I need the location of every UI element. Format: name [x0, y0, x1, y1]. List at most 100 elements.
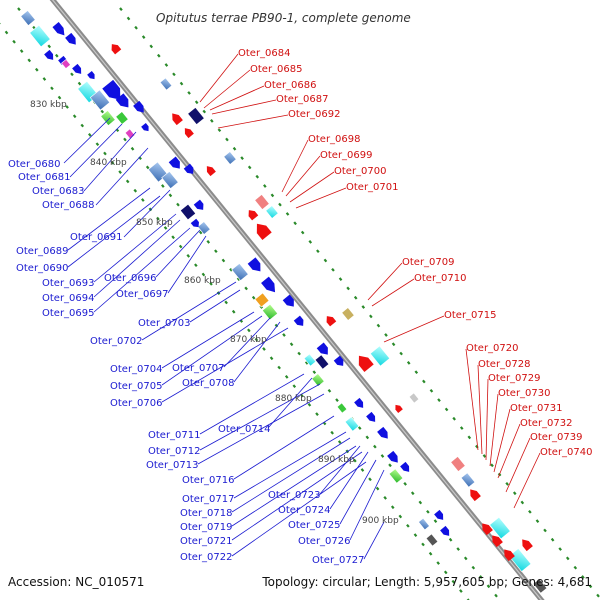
leader-line [465, 348, 479, 451]
leader-line [231, 451, 363, 541]
gene-features [20, 10, 548, 594]
gene-label: Oter_0706 [110, 398, 163, 409]
gene-block [184, 128, 194, 139]
gene-box [369, 345, 391, 367]
gene-block [311, 373, 325, 387]
leader-line [123, 189, 171, 238]
gene-arrow [504, 549, 515, 562]
gene-box [100, 110, 116, 126]
leader-line [505, 437, 531, 493]
reverse-gene-labels: Oter_0684 Oter_0685 Oter_0686 Oter_0687 … [238, 48, 593, 458]
gene-block [29, 24, 51, 48]
gene-block [293, 315, 304, 326]
kbp-scale: 830 kbp 840 kbp 850 kbp 860 kbp 870 kbp … [30, 100, 399, 526]
gene-arrow [87, 71, 95, 80]
gene-box [489, 516, 511, 540]
kbp-label: 890 kbp [318, 455, 355, 465]
genome-backbone-highlight [51, 0, 543, 600]
gene-block [316, 342, 328, 355]
gene-box [336, 402, 348, 414]
gene-box [508, 548, 532, 572]
leader-line [367, 262, 403, 301]
gene-block [400, 461, 410, 472]
gene-box [460, 472, 476, 488]
gene-box [311, 373, 325, 387]
leader-line [161, 327, 289, 403]
leader-line [141, 281, 237, 341]
leader-line [223, 317, 271, 368]
leader-line [497, 423, 521, 479]
leader-line [161, 311, 255, 369]
leader-line [167, 235, 207, 294]
gene-block [395, 404, 403, 413]
gene-block [254, 194, 270, 210]
gene-block [358, 355, 374, 372]
gene-block [522, 539, 533, 552]
gene-box [408, 392, 420, 404]
gene-label: Oter_0692 [288, 109, 341, 120]
leader-line [67, 195, 161, 268]
leader-line [93, 227, 191, 313]
leader-line [281, 139, 309, 193]
gene-arrow [440, 525, 450, 536]
gene-label: Oter_0729 [488, 373, 541, 384]
gene-label: Oter_0701 [346, 182, 399, 193]
gene-box [20, 10, 36, 26]
gene-label: Oter_0712 [148, 446, 201, 457]
map-title: Opitutus terrae PB90-1, complete genome [156, 11, 411, 25]
gene-box [261, 303, 279, 321]
gene-arrow [434, 509, 444, 520]
gene-box [254, 194, 270, 210]
topology-text: Topology: circular; Length: 5,957,605 bp… [261, 575, 592, 589]
gene-block [532, 578, 548, 594]
gene-label: Oter_0686 [264, 80, 317, 91]
leader-line [211, 99, 277, 115]
gene-arrow [316, 342, 328, 355]
gene-arrow [522, 539, 533, 552]
gene-label: Oter_0694 [42, 293, 95, 304]
gene-box [450, 456, 466, 472]
leader-line [93, 213, 177, 283]
gene-label: Oter_0719 [180, 522, 233, 533]
leader-line [295, 187, 347, 209]
gene-block [44, 49, 54, 60]
gene-block [168, 156, 180, 169]
leader-line [231, 461, 367, 557]
gene-arrow [102, 79, 121, 100]
leader-line [199, 373, 305, 435]
leader-line [69, 123, 123, 178]
gene-block [52, 22, 65, 36]
leader-line [199, 53, 239, 103]
gene-arrow [400, 461, 410, 472]
leader-line [485, 378, 489, 461]
gene-label: Oter_0687 [276, 94, 329, 105]
gene-label: Oter_0696 [104, 273, 157, 284]
gene-label: Oter_0708 [182, 378, 235, 389]
gene-arrow [115, 93, 129, 108]
gene-arrow [395, 404, 403, 413]
gene-box [254, 292, 270, 308]
gene-block [247, 257, 261, 272]
gene-block [504, 549, 515, 562]
gene-block [440, 525, 450, 536]
kbp-label: 860 kbp [184, 276, 221, 286]
gene-block [115, 93, 129, 108]
leader-line [477, 364, 483, 455]
leader-line [231, 445, 357, 527]
gene-label: Oter_0713 [146, 460, 199, 471]
gene-block [489, 516, 511, 540]
gene-block [231, 262, 249, 282]
gene-block [282, 294, 294, 307]
gene-block [470, 489, 481, 502]
gene-label: Oter_0699 [320, 150, 373, 161]
gene-arrow [358, 355, 374, 372]
gene-arrow [377, 426, 388, 439]
leader-line [231, 437, 351, 513]
gene-block [65, 32, 76, 45]
gene-block [450, 456, 466, 472]
kbp-label: 830 kbp [30, 100, 67, 110]
gene-block [482, 523, 493, 536]
gene-box [231, 262, 249, 282]
gene-arrow [248, 210, 259, 221]
